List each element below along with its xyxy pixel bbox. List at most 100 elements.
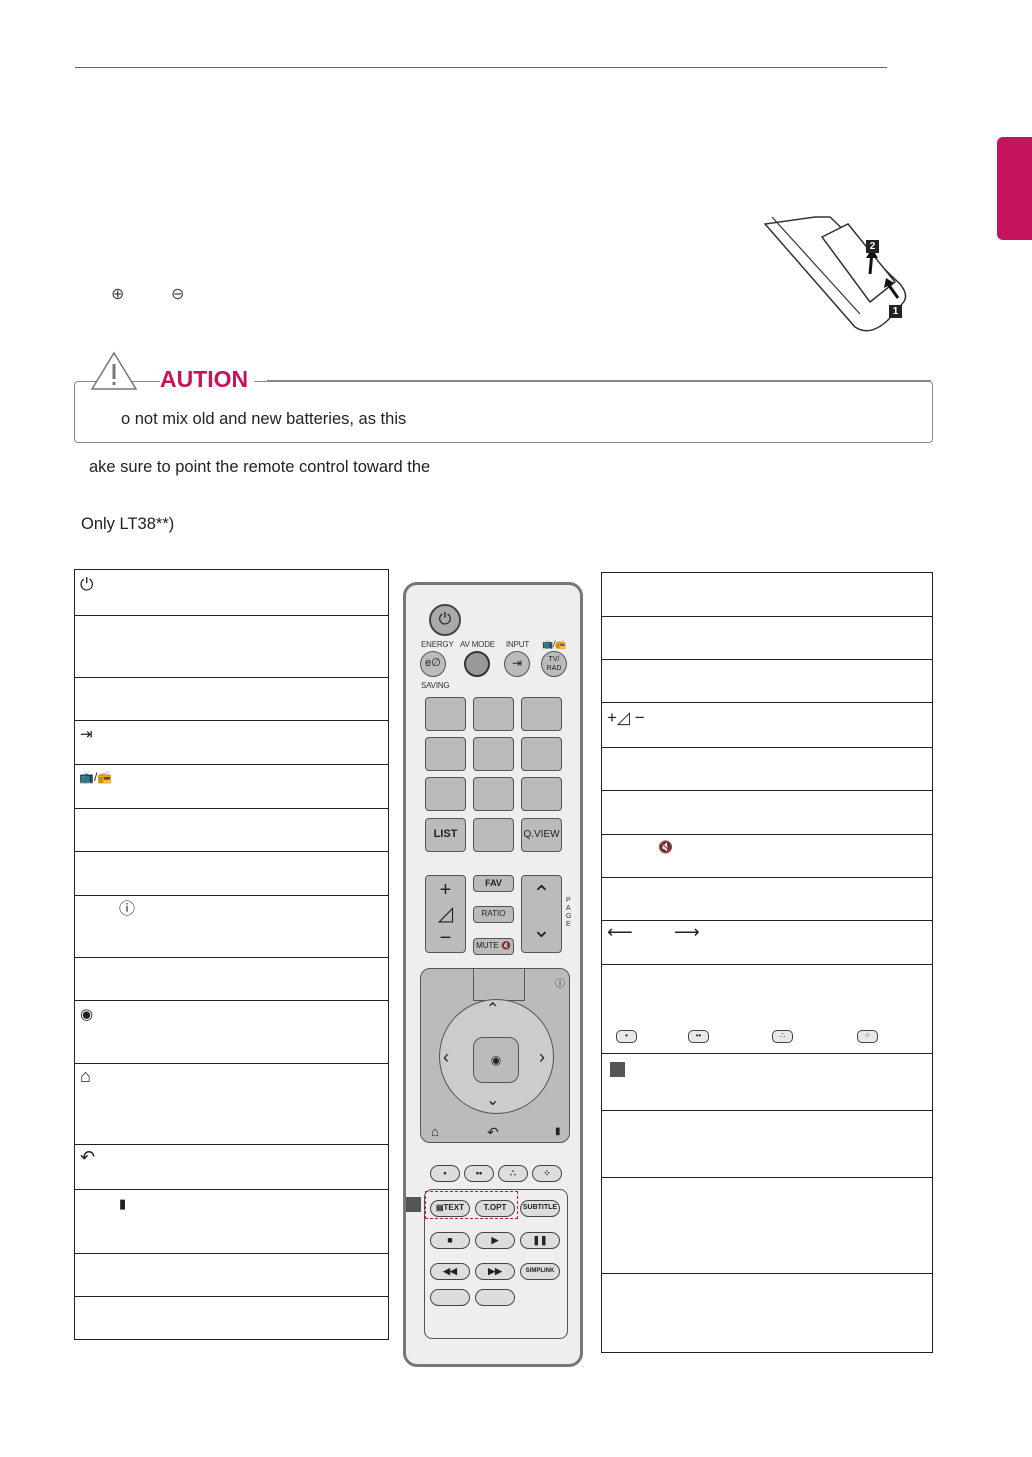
remote-rewind-button[interactable]: ◀◀: [430, 1263, 470, 1280]
remote-simplink-button[interactable]: SIMPLINK: [520, 1263, 560, 1280]
remote-ok-button[interactable]: ◉: [473, 1037, 519, 1083]
remote-tvrad-button[interactable]: TV/ RAD: [541, 651, 567, 677]
model-note: Only LT38**): [81, 515, 175, 533]
power-icon: ⏻: [80, 575, 94, 594]
remote-yellow-key[interactable]: ∴: [498, 1165, 528, 1182]
row-r1: [602, 573, 932, 617]
row-navigation: ⟵ ⟶: [602, 921, 932, 965]
dpad-right-icon: ›: [539, 1047, 545, 1067]
remote-num-button[interactable]: [521, 777, 562, 811]
row-mute: 🔇: [602, 835, 932, 878]
row-guide: ▮: [75, 1190, 388, 1254]
remote-num-button[interactable]: [425, 697, 466, 731]
row-back: ↶: [75, 1145, 388, 1190]
remote-guide-icon[interactable]: ▮: [555, 1126, 561, 1137]
remote-energy-label: ENERGY: [421, 640, 454, 649]
remote-num-button[interactable]: [521, 737, 562, 771]
battery-cover-illustration: [763, 216, 907, 332]
remote-dpad[interactable]: [439, 999, 554, 1114]
arrow-left-icon: ⟵: [607, 922, 633, 942]
row-extra-2: [75, 1297, 388, 1340]
record-icon: ◉: [80, 1006, 94, 1023]
remote-teletext-marker: [406, 1197, 421, 1212]
remote-mute-button[interactable]: MUTE 🔇: [473, 938, 514, 955]
remote-num-button[interactable]: [473, 818, 514, 852]
remote-blue-key[interactable]: ⁘: [532, 1165, 562, 1182]
remote-play-button[interactable]: ▶: [475, 1232, 515, 1249]
remote-input-button[interactable]: ⇥: [504, 651, 530, 677]
row-home: ⌂: [75, 1064, 388, 1145]
row-r12: [602, 1111, 932, 1178]
remote-volume-rocker[interactable]: +◿−: [425, 875, 466, 953]
remote-num-button[interactable]: [425, 737, 466, 771]
dpad-up-icon: ⌃: [486, 1001, 500, 1018]
arrow-right-icon: ⟶: [674, 922, 700, 942]
remote-settings-key[interactable]: [473, 969, 525, 1001]
tv-radio-icon: 📺/📻: [79, 770, 113, 784]
remote-fav-button[interactable]: FAV: [473, 875, 514, 892]
row-r6: [602, 791, 932, 835]
remote-pause-button[interactable]: ❚❚: [520, 1232, 560, 1249]
remote-ffwd-button[interactable]: ▶▶: [475, 1263, 515, 1280]
remote-extra-button[interactable]: [475, 1289, 515, 1306]
remote-stop-button[interactable]: ■: [430, 1232, 470, 1249]
remote-topt-button[interactable]: T.OPT: [475, 1200, 515, 1217]
remote-nav-panel: ◉ ⌃ ⌄ ‹ › ⓘ ⌂ ↶ ▮: [420, 968, 570, 1143]
teletext-marker-icon: [610, 1062, 625, 1077]
remote-ratio-button[interactable]: RATIO: [473, 906, 514, 923]
row-energy-saving: [75, 616, 388, 678]
remote-power-button[interactable]: ⏻: [429, 604, 461, 636]
plus-terminal-icon: ⊕: [111, 286, 125, 303]
row-settings: [75, 958, 388, 1001]
remote-back-icon[interactable]: ↶: [487, 1124, 499, 1140]
remote-qview-button[interactable]: Q.VIEW: [521, 818, 562, 852]
caution-text: o not mix old and new batteries, as this: [121, 410, 407, 428]
remote-info-icon[interactable]: ⓘ: [555, 979, 565, 990]
row-number-buttons: [75, 809, 388, 852]
remote-num-button[interactable]: [473, 737, 514, 771]
remote-page-rocker[interactable]: ⌃⌄: [521, 875, 562, 953]
row-input: ⇥: [75, 721, 388, 765]
remote-home-icon[interactable]: ⌂: [431, 1124, 439, 1139]
right-key-table: +◿ − 🔇 ⟵ ⟶ • •• ∴ ⁘: [601, 572, 933, 1353]
remote-page-label: P A G E: [566, 897, 572, 928]
remote-mute-label: MUTE: [476, 941, 499, 950]
step-2-badge: 2: [866, 240, 879, 253]
row-tv-rad: 📺/📻: [75, 765, 388, 809]
remote-text-label: TEXT: [443, 1203, 464, 1212]
caution-heading: AUTION: [160, 366, 255, 393]
row-power: ⏻: [75, 570, 388, 616]
remote-num-button[interactable]: [521, 697, 562, 731]
remote-extra-button[interactable]: [430, 1289, 470, 1306]
dpad-down-icon: ⌄: [486, 1092, 500, 1109]
row-info: ⓘ: [75, 896, 388, 958]
row-teletext: [602, 1054, 932, 1111]
remote-num-button[interactable]: [425, 777, 466, 811]
input-icon: ⇥: [80, 726, 93, 743]
language-tab: [997, 137, 1032, 240]
row-r8: [602, 878, 932, 921]
remote-num-button[interactable]: [473, 697, 514, 731]
row-av-mode: [75, 678, 388, 721]
row-extra-1: [75, 1254, 388, 1297]
remote-saving-label: SAVING: [421, 681, 450, 690]
info-icon: ⓘ: [119, 901, 136, 918]
green-key-icon: ••: [688, 1030, 709, 1043]
row-r2: [602, 617, 932, 660]
row-r14: [602, 1274, 932, 1353]
remote-text-button[interactable]: ▤TEXT: [430, 1200, 470, 1217]
remote-red-key[interactable]: •: [430, 1165, 460, 1182]
left-key-table: ⏻ ⇥ 📺/📻 ⓘ ◉ ⌂ ↶ ▮: [74, 569, 389, 1340]
remote-subtitle-button[interactable]: SUBTITLE: [520, 1200, 560, 1217]
guide-icon: ▮: [119, 1196, 127, 1211]
row-record: ◉: [75, 1001, 388, 1064]
red-key-icon: •: [616, 1030, 637, 1043]
remote-num-button[interactable]: [473, 777, 514, 811]
step-1-badge: 1: [889, 305, 902, 318]
teletext-highlight: [425, 1191, 518, 1219]
remote-avmode-button[interactable]: [464, 651, 490, 677]
remote-energy-saving-button[interactable]: e∅: [420, 651, 446, 677]
remote-green-key[interactable]: ••: [464, 1165, 494, 1182]
remote-list-button[interactable]: LIST: [425, 818, 466, 852]
home-icon: ⌂: [80, 1066, 91, 1086]
